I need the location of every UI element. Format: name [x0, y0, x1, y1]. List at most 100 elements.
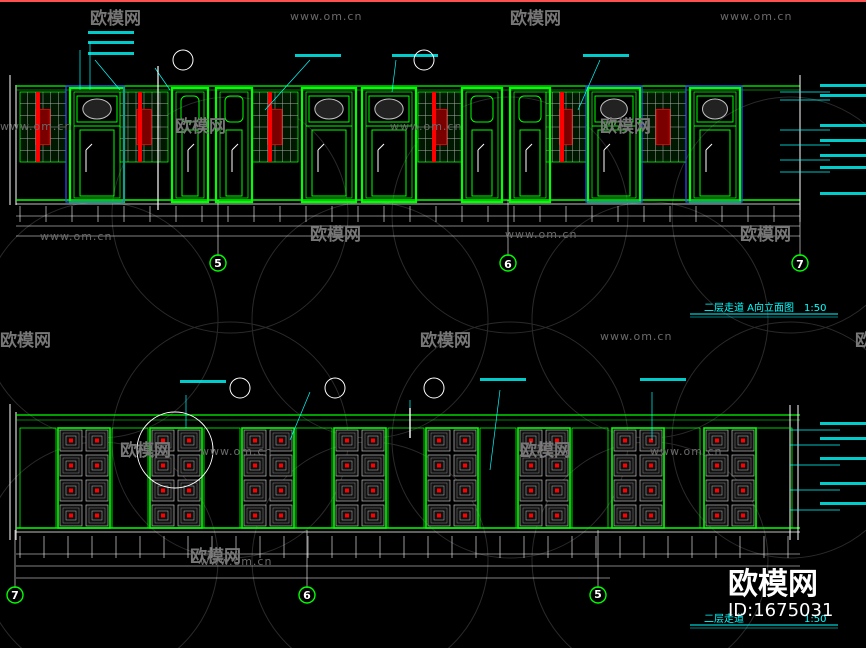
- detail-callout: [229, 377, 251, 399]
- lattice-panel: [639, 91, 687, 163]
- fret-center-dot: [463, 488, 467, 493]
- large-watermark-id: ID:1675031: [728, 600, 833, 621]
- leader-note: [820, 422, 866, 425]
- elevation-a: [9, 31, 866, 272]
- leader-line: [489, 389, 501, 471]
- leader-note: [820, 84, 866, 87]
- fret-center-dot: [741, 463, 745, 468]
- medallion-ornament: [314, 98, 344, 120]
- pilaster: [571, 427, 609, 529]
- fret-center-dot: [279, 488, 283, 493]
- fret-center-dot: [95, 513, 99, 518]
- red-accent: [432, 92, 436, 162]
- grid-bubble: [791, 254, 809, 272]
- red-accent: [138, 92, 142, 162]
- fret-center-dot: [161, 488, 165, 493]
- grid-axis-6-a: 6: [504, 258, 512, 271]
- leader-note: [820, 457, 866, 460]
- watermark-site-text: www.om.cn: [390, 120, 462, 133]
- arch-window: [224, 95, 244, 123]
- fret-center-dot: [161, 438, 165, 443]
- pilaster: [203, 427, 241, 529]
- fret-center-dot: [345, 488, 349, 493]
- fret-center-dot: [741, 513, 745, 518]
- fret-center-dot: [161, 463, 165, 468]
- arch-window: [518, 95, 542, 123]
- fret-center-dot: [555, 438, 559, 443]
- detail-callout: [324, 377, 346, 399]
- watermark-brand-text: 欧模网: [520, 440, 571, 461]
- fret-center-dot: [741, 438, 745, 443]
- door-unit: [460, 86, 504, 204]
- fret-center-dot: [437, 438, 441, 443]
- watermark-circle: [671, 96, 866, 334]
- watermark-brand-text: 欧模网: [0, 330, 51, 351]
- medallion-ornament: [82, 98, 112, 120]
- fret-center-dot: [649, 513, 653, 518]
- lattice-panel: [119, 91, 169, 163]
- grid-axis-7-a: 7: [796, 258, 804, 271]
- fret-center-dot: [371, 513, 375, 518]
- fret-center-dot: [437, 488, 441, 493]
- door-unit: [508, 86, 552, 204]
- fret-center-dot: [253, 463, 257, 468]
- pilaster: [387, 427, 425, 529]
- pilaster: [111, 427, 149, 529]
- fret-center-dot: [345, 463, 349, 468]
- leader-note: [820, 502, 866, 505]
- fret-center-dot: [649, 488, 653, 493]
- leader-line: [577, 59, 601, 111]
- door-unit: [170, 86, 210, 204]
- watermark-brand-text: 欧模网: [510, 8, 561, 29]
- grid-axis-5-a: 5: [214, 257, 222, 270]
- red-accent: [36, 92, 40, 162]
- fret-center-dot: [529, 463, 533, 468]
- leader-note: [820, 166, 866, 169]
- viewport-top-border: [0, 0, 866, 2]
- fret-center-dot: [279, 513, 283, 518]
- fret-center-dot: [187, 488, 191, 493]
- detail-callout: [413, 49, 435, 71]
- leader-line: [289, 391, 311, 441]
- fret-panel: [703, 427, 757, 529]
- watermark-brand-text: 欧模网: [855, 330, 866, 351]
- fret-center-dot: [715, 513, 719, 518]
- fret-center-dot: [69, 438, 73, 443]
- large-watermark: 欧模网 ID:1675031: [728, 567, 833, 621]
- fret-center-dot: [715, 438, 719, 443]
- fret-center-dot: [555, 488, 559, 493]
- fret-center-dot: [253, 488, 257, 493]
- fret-center-dot: [95, 463, 99, 468]
- blue-frame: [585, 85, 643, 203]
- watermark-site-text: www.om.cn: [650, 445, 722, 458]
- fret-center-dot: [371, 438, 375, 443]
- medallion-ornament: [374, 98, 404, 120]
- grid-axis-labels-a: 5 6 7: [214, 257, 804, 271]
- watermark-brand-text: 欧模网: [175, 116, 226, 137]
- blue-frame: [65, 85, 125, 203]
- fret-center-dot: [253, 513, 257, 518]
- title-block-a: 二层走道 A向立面图 1:50: [690, 301, 838, 318]
- leader-note: [640, 378, 686, 381]
- red-accent: [560, 92, 564, 162]
- fret-center-dot: [463, 438, 467, 443]
- fret-center-dot: [715, 463, 719, 468]
- leader-note: [180, 380, 226, 383]
- grid-axis-6-b: 6: [303, 589, 311, 602]
- fret-center-dot: [69, 513, 73, 518]
- leader-line: [94, 59, 121, 91]
- watermark-site-text: www.om.cn: [0, 120, 72, 133]
- watermark-circle: [111, 96, 349, 334]
- fret-center-dot: [649, 438, 653, 443]
- fret-center-dot: [649, 463, 653, 468]
- leader-note: [820, 139, 866, 142]
- fret-center-dot: [253, 438, 257, 443]
- leader-note: [88, 52, 134, 55]
- fret-center-dot: [69, 488, 73, 493]
- watermark-brand-text: 欧模网: [420, 330, 471, 351]
- elevation-a-title: 二层走道 A向立面图: [704, 301, 794, 314]
- door-unit: [360, 86, 418, 204]
- detail-callout: [172, 49, 194, 71]
